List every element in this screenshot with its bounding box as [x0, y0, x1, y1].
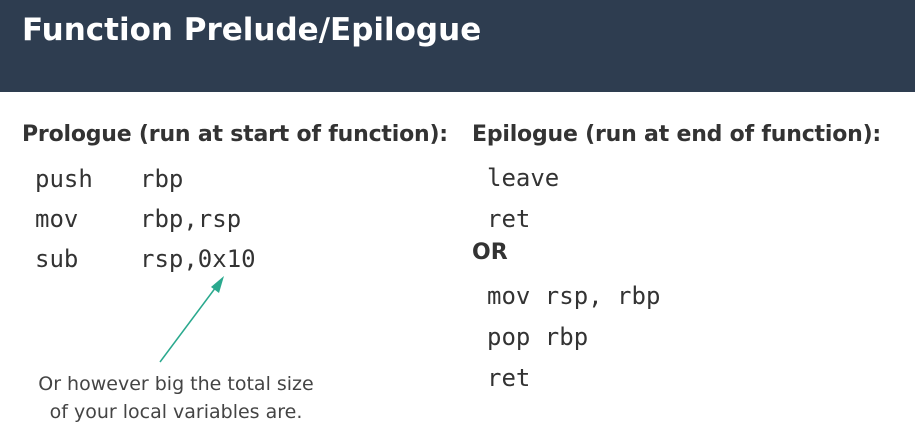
epilogue-pop: pop rbp [487, 323, 589, 351]
arrow-line [159, 286, 217, 363]
prologue-heading: Prologue (run at start of function): [22, 122, 448, 147]
or-label: OR [472, 240, 508, 265]
prologue-args-mov: rbp,rsp [140, 205, 242, 233]
epilogue-mov: mov rsp, rbp [487, 282, 661, 310]
prologue-args-sub: rsp,0x10 [140, 245, 256, 273]
prologue-args-push: rbp [140, 165, 184, 193]
arrow-head [211, 276, 224, 293]
prologue-op-mov: mov [35, 205, 79, 233]
prologue-op-sub: sub [35, 245, 79, 273]
epilogue-ret-b: ret [487, 364, 531, 392]
epilogue-ret-a: ret [487, 205, 531, 233]
prologue-op-push: push [35, 165, 93, 193]
annotation-line-2: of your local variables are. [49, 401, 303, 423]
slide-title: Function Prelude/Epilogue [22, 12, 482, 48]
annotation-line-1: Or however big the total size [38, 373, 314, 395]
annotation-text: Or however big the total size of your lo… [20, 370, 332, 426]
epilogue-heading: Epilogue (run at end of function): [472, 122, 882, 147]
epilogue-leave: leave [487, 164, 560, 192]
title-bar: Function Prelude/Epilogue [0, 0, 915, 92]
